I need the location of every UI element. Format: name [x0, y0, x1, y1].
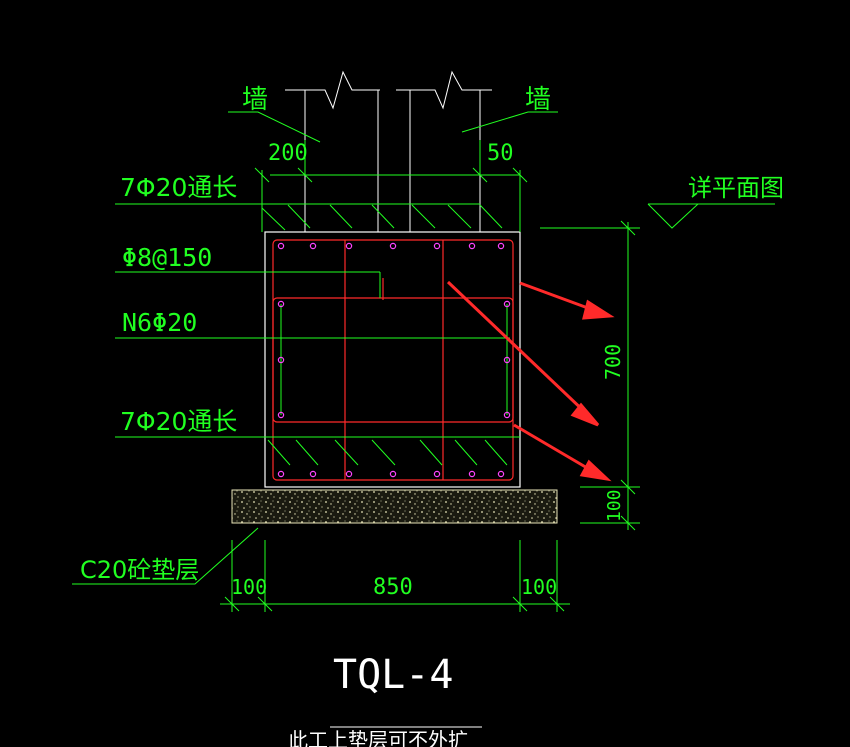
leader-lines — [72, 111, 558, 585]
stirrups — [272, 239, 514, 481]
rebar-dot — [389, 242, 397, 250]
drawing-title: TQL-4 — [333, 652, 453, 698]
plan-ref-label: 详平面图 — [688, 174, 784, 202]
dim-wall-right-label: 50 — [487, 141, 514, 166]
dim-wall-left-label: 200 — [268, 141, 308, 166]
dim-wall-widths — [254, 140, 528, 232]
rebar-dot — [277, 300, 285, 308]
rebar-dot — [433, 470, 441, 478]
dim-bedding-label: 100 — [604, 489, 625, 522]
wall-right-label: 墙 — [525, 85, 551, 115]
annotation-arrows — [446, 280, 615, 482]
rebar-dot — [277, 470, 285, 478]
rebar-dot — [345, 470, 353, 478]
side-bars-label: N6Φ20 — [122, 308, 197, 337]
rebar-dot — [277, 356, 285, 364]
rebar-dots — [277, 242, 511, 478]
rebar-dot — [468, 470, 476, 478]
rebar-dot — [503, 356, 511, 364]
rebar-dot — [389, 470, 397, 478]
rebar-dot — [497, 242, 505, 250]
rebar-dot — [277, 242, 285, 250]
dim-width-label: 850 — [373, 575, 413, 600]
wall-left-label: 墙 — [242, 85, 268, 115]
rebar-dot — [309, 470, 317, 478]
bedding-label: C20砼垫层 — [80, 556, 199, 584]
elevation-marker — [647, 203, 775, 229]
dim-width — [220, 540, 570, 612]
dim-overhang-left-label: 100 — [231, 575, 267, 599]
rebar-dot — [345, 242, 353, 250]
rebar-dot — [503, 411, 511, 419]
side-bars — [280, 304, 508, 415]
rebar-dot — [503, 300, 511, 308]
wall-right — [396, 70, 492, 232]
rebar-dot — [497, 470, 505, 478]
bottom-bar-callout-hatches — [267, 439, 508, 466]
beam-section-outline — [264, 231, 521, 488]
stirrup-label: Φ8@150 — [122, 243, 212, 272]
bedding-layer — [231, 489, 558, 524]
top-bar-callout-hatches — [261, 204, 503, 231]
rebar-dot — [277, 411, 285, 419]
rebar-dot — [309, 242, 317, 250]
dim-overhang-right-label: 100 — [521, 575, 557, 599]
drawing-note: 此工上垫层可不外扩 — [288, 728, 468, 747]
bottom-bars-label: 7Φ20通长 — [120, 407, 237, 436]
rebar-dot — [433, 242, 441, 250]
dim-height-label: 700 — [601, 344, 625, 380]
rebar-dot — [468, 242, 476, 250]
top-bars-label: 7Φ20通长 — [120, 173, 237, 202]
dim-height — [540, 220, 640, 531]
